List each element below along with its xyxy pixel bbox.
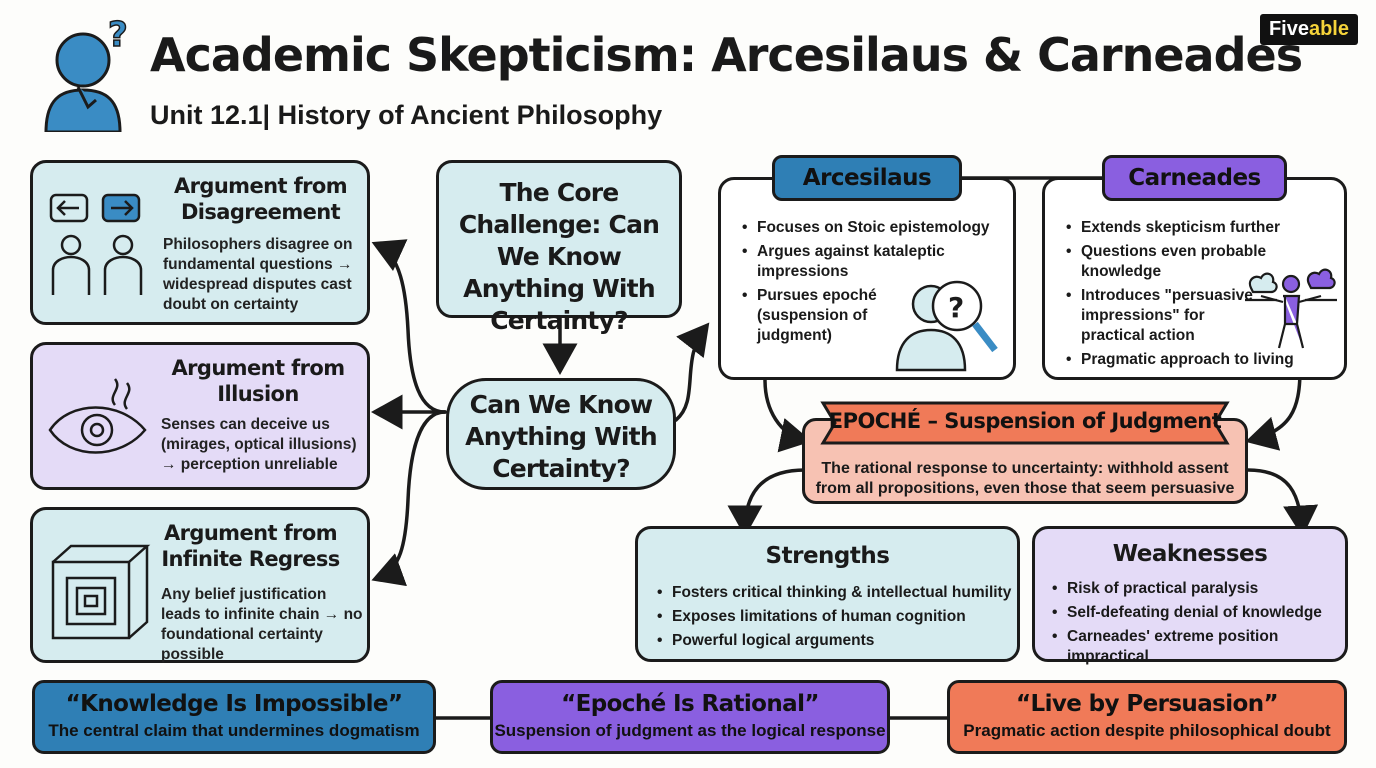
- page-subtitle: Unit 12.1| History of Ancient Philosophy: [150, 100, 663, 130]
- carneades-label: Carneades: [1102, 155, 1287, 201]
- central-question-box: Can We Know Anything With Certainty?: [446, 378, 676, 490]
- argument-disagreement-text: Philosophers disagree on fundamental que…: [163, 236, 353, 313]
- weaknesses-points: Risk of practical paralysis Self-defeati…: [1049, 579, 1362, 671]
- arcesilaus-card: Focuses on Stoic epistemology Argues aga…: [718, 177, 1016, 380]
- list-item: Extends skepticism further: [1066, 218, 1361, 238]
- debate-people-icon: [49, 193, 143, 295]
- arcesilaus-label: Arcesilaus: [772, 155, 962, 201]
- list-item: Carneades' extreme position impractical: [1052, 627, 1362, 667]
- strengths-card: Strengths Fosters critical thinking & in…: [635, 526, 1020, 662]
- strengths-points: Fosters critical thinking & intellectual…: [654, 583, 1032, 655]
- epoche-banner: EPOCHÉ – Suspension of Judgment: [828, 409, 1222, 433]
- list-item: Exposes limitations of human cognition: [657, 607, 1032, 627]
- argument-illusion-card: Argument from Illusion Senses can deceiv…: [30, 342, 370, 490]
- footer-subtitle: Suspension of judgment as the logical re…: [494, 721, 886, 740]
- list-item: Questions even probable knowledge: [1066, 242, 1281, 282]
- footer-subtitle: Pragmatic action despite philosophical d…: [963, 721, 1331, 740]
- argument-regress-card: Argument from Infinite Regress Any belie…: [30, 507, 370, 663]
- footer-live-by-persuasion: “Live by Persuasion” Pragmatic action de…: [947, 680, 1347, 754]
- list-item: Risk of practical paralysis: [1052, 579, 1362, 599]
- core-challenge-box: The Core Challenge: Can We Know Anything…: [436, 160, 682, 335]
- list-item: Powerful logical arguments: [657, 631, 1032, 651]
- central-question-text: Can We Know Anything With Certainty?: [465, 390, 657, 483]
- argument-illusion-text: Senses can deceive us (mirages, optical …: [161, 416, 357, 473]
- list-item: Argues against kataleptic impressions: [742, 242, 957, 282]
- list-item: Focuses on Stoic epistemology: [742, 218, 1022, 238]
- list-item: Pursues epoché (suspension of judgment): [742, 286, 892, 346]
- weaknesses-title: Weaknesses: [1112, 541, 1268, 567]
- page-title: Academic Skepticism: Arcesilaus & Carnea…: [150, 28, 1303, 82]
- argument-regress-text: Any belief justification leads to infini…: [161, 586, 363, 663]
- footer-subtitle: The central claim that undermines dogmat…: [48, 721, 420, 740]
- thinker-icon: ?: [38, 12, 138, 132]
- core-challenge-text: The Core Challenge: Can We Know Anything…: [458, 178, 660, 335]
- carneades-card: Extends skepticism further Questions eve…: [1042, 177, 1347, 380]
- fiveable-logo: Fiveable: [1259, 14, 1358, 45]
- argument-disagreement-card: Argument from Disagreement Philosophers …: [30, 160, 370, 325]
- eye-icon: [48, 378, 147, 454]
- svg-text:?: ?: [948, 291, 964, 324]
- epoche-banner-shape: [820, 401, 1230, 445]
- footer-epoche-rational: “Epoché Is Rational” Suspension of judgm…: [490, 680, 890, 754]
- magnifier-person-icon: ?: [895, 280, 998, 372]
- argument-illusion-title: Argument from Illusion: [171, 356, 345, 406]
- strengths-title: Strengths: [765, 543, 890, 569]
- footer-title: “Live by Persuasion”: [1016, 691, 1279, 717]
- balancing-person-icon: [1245, 268, 1337, 349]
- list-item: Fosters critical thinking & intellectual…: [657, 583, 1032, 603]
- list-item: Introduces "persuasive impressions" for …: [1066, 286, 1256, 346]
- argument-disagreement-title: Argument from Disagreement: [173, 174, 348, 224]
- list-item: Self-defeating denial of knowledge: [1052, 603, 1362, 623]
- carneades-points: Extends skepticism further Questions eve…: [1063, 218, 1294, 374]
- arcesilaus-points: Focuses on Stoic epistemology Argues aga…: [739, 218, 1022, 350]
- epoche-text: The rational response to uncertainty: wi…: [815, 460, 1235, 497]
- svg-text:?: ?: [108, 15, 128, 55]
- list-item: Pragmatic approach to living: [1066, 350, 1361, 370]
- argument-regress-title: Argument from Infinite Regress: [161, 521, 340, 571]
- weaknesses-card: Weaknesses Risk of practical paralysis S…: [1032, 526, 1348, 665]
- footer-title: “Epoché Is Rational”: [561, 691, 819, 717]
- footer-title: “Knowledge Is Impossible”: [65, 691, 403, 717]
- footer-knowledge-impossible: “Knowledge Is Impossible” The central cl…: [32, 680, 436, 754]
- nested-box-icon: [51, 544, 151, 640]
